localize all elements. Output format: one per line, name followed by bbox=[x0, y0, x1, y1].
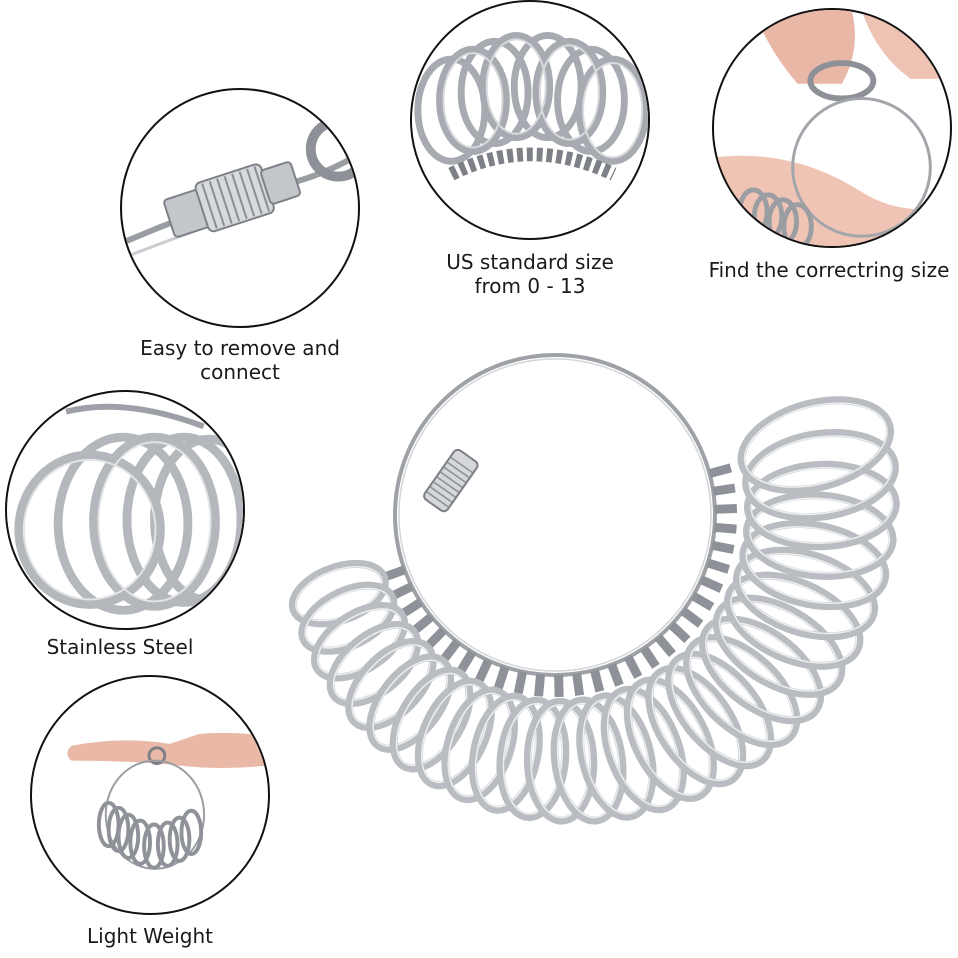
steel-rings-illustration bbox=[14, 403, 243, 615]
ring-tab bbox=[654, 634, 676, 657]
material-caption: Stainless Steel bbox=[5, 635, 235, 659]
sizing-ring-highlight bbox=[749, 497, 891, 574]
sizing-ring bbox=[550, 696, 627, 825]
sizing-ring-highlight bbox=[689, 640, 795, 742]
ring-tab bbox=[399, 598, 424, 618]
sizing-ring-highlight bbox=[743, 402, 888, 488]
screw-lock-illustration bbox=[122, 116, 358, 260]
ring-tab bbox=[457, 649, 477, 674]
ring-tab bbox=[475, 658, 493, 683]
sizing-ring bbox=[739, 519, 890, 611]
ring-sizer-main-illustration bbox=[288, 353, 900, 825]
sizes-closeup-circle bbox=[410, 0, 650, 240]
sizing-ring-highlight bbox=[739, 552, 872, 635]
material-closeup-circle bbox=[5, 390, 245, 630]
sizing-ring-highlight bbox=[651, 670, 741, 782]
sizes-caption-line1: US standard size bbox=[446, 250, 614, 274]
ring-tab bbox=[572, 672, 585, 696]
ring-tab bbox=[640, 645, 660, 669]
sizing-ring-highlight bbox=[606, 691, 681, 808]
lock-caption: Easy to remove and connect bbox=[120, 336, 360, 384]
sizing-ring bbox=[645, 664, 747, 788]
ring-tab bbox=[534, 673, 546, 697]
sizing-ring bbox=[732, 546, 879, 641]
ring-tab bbox=[708, 463, 732, 478]
sizing-ring-highlight bbox=[582, 698, 651, 815]
ring-tab bbox=[714, 504, 738, 514]
hand-holding-set-illustration bbox=[67, 732, 268, 870]
lock-caption-line1: Easy to remove and bbox=[140, 336, 340, 360]
sizing-ring bbox=[600, 685, 687, 814]
sizing-ring bbox=[724, 571, 864, 670]
finger-caption-line1: Find the correctring size bbox=[708, 258, 950, 282]
ring-tab bbox=[494, 665, 510, 690]
sizing-ring-highlight bbox=[730, 577, 858, 664]
sizing-ring bbox=[389, 666, 474, 773]
sizing-ring-highlight bbox=[629, 682, 711, 796]
ring-tab bbox=[411, 613, 435, 635]
ring-tab bbox=[607, 663, 624, 687]
ring-sizer-set bbox=[265, 255, 958, 958]
sizing-ring bbox=[523, 697, 598, 825]
ring-tab bbox=[390, 582, 414, 601]
ring-tab bbox=[425, 626, 447, 649]
finger-closeup-circle bbox=[712, 8, 952, 248]
finger-caption: Find the correctring size bbox=[700, 258, 958, 282]
ring-tab bbox=[668, 621, 691, 644]
weight-caption-line1: Light Weight bbox=[87, 924, 213, 948]
sizing-ring bbox=[468, 692, 543, 814]
sizing-ring bbox=[576, 692, 657, 821]
sizing-ring-highlight bbox=[745, 526, 883, 604]
ring-tab bbox=[712, 483, 736, 496]
sizing-ring-highlight bbox=[556, 702, 621, 819]
sizing-ring-highlight bbox=[475, 699, 537, 808]
sizing-ring bbox=[743, 491, 897, 580]
ring-tab bbox=[690, 592, 715, 611]
weight-caption: Light Weight bbox=[30, 924, 270, 948]
ring-tab bbox=[711, 540, 735, 554]
sizing-ring bbox=[712, 594, 846, 698]
ring-tab bbox=[440, 639, 461, 662]
weight-closeup-circle bbox=[30, 675, 270, 915]
finger-with-ring-illustration bbox=[714, 10, 950, 246]
sizing-ring-highlight bbox=[671, 656, 769, 764]
material-caption-line1: Stainless Steel bbox=[46, 635, 194, 659]
sizes-caption-line2: from 0 - 13 bbox=[474, 274, 586, 298]
sizing-ring bbox=[683, 634, 801, 749]
ring-tab bbox=[706, 558, 731, 574]
ring-tab bbox=[590, 668, 605, 693]
sizing-ring bbox=[326, 620, 422, 708]
sizing-ring bbox=[345, 638, 437, 731]
sizing-ring bbox=[742, 428, 899, 522]
sizing-ring bbox=[698, 615, 825, 725]
sizing-ring bbox=[366, 653, 455, 753]
sizing-ring bbox=[665, 650, 775, 770]
ring-tab bbox=[714, 522, 737, 534]
sizing-ring-highlight bbox=[750, 467, 894, 544]
sizing-ring bbox=[441, 686, 518, 804]
ring-tab bbox=[680, 607, 704, 628]
ring-tab bbox=[624, 655, 643, 679]
sizes-caption: US standard size from 0 - 13 bbox=[410, 250, 650, 298]
sizing-ring-highlight bbox=[420, 683, 489, 784]
lock-closeup-circle bbox=[120, 88, 360, 328]
sizing-ring-highlight bbox=[705, 621, 819, 719]
sizing-ring-highlight bbox=[718, 600, 840, 692]
ring-tab bbox=[513, 670, 528, 695]
sizing-ring bbox=[743, 460, 900, 551]
ring-tab bbox=[699, 575, 724, 593]
lock-caption-line2: connect bbox=[200, 360, 280, 384]
rings-cluster-illustration bbox=[414, 31, 648, 181]
sizing-ring-highlight bbox=[502, 702, 564, 815]
sizing-ring-highlight bbox=[748, 435, 893, 516]
sizing-ring bbox=[737, 396, 895, 495]
sizing-ring-highlight bbox=[447, 692, 512, 797]
sizing-rings bbox=[288, 396, 900, 825]
sizing-ring bbox=[414, 677, 495, 790]
sizing-ring bbox=[623, 676, 717, 803]
sizing-ring-highlight bbox=[530, 704, 592, 819]
sizing-ring bbox=[496, 696, 570, 822]
